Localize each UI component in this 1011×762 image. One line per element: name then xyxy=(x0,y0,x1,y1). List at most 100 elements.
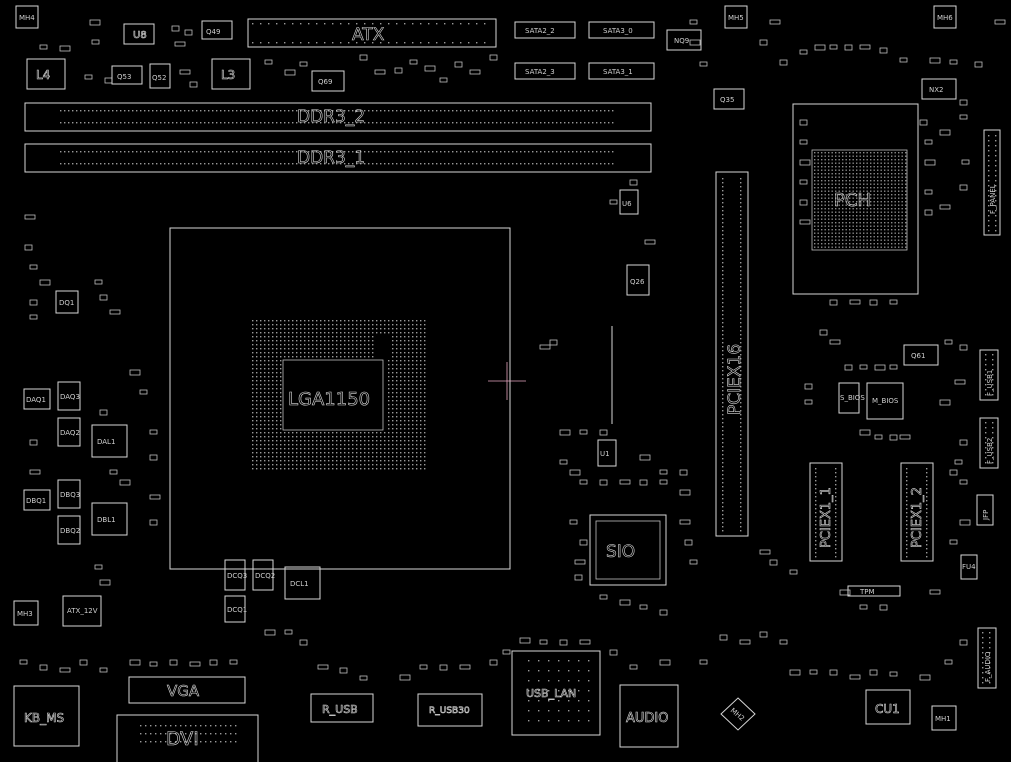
connector-kb-ms: KB_MS xyxy=(13,685,80,747)
part-daq1: DAQ1 xyxy=(23,388,51,410)
l3-label: L3 xyxy=(221,68,235,82)
mounting-hole-mh1: MH1 xyxy=(931,705,957,731)
mh6-label: MH6 xyxy=(937,14,953,22)
slot-ddr3-1: DDR3_1 xyxy=(24,143,652,173)
mh2-label: MH2 xyxy=(729,707,746,723)
dbq3-label: DBQ3 xyxy=(60,491,80,499)
connector-sata3-1: SATA3_1 xyxy=(588,62,655,80)
pch-label: PCH xyxy=(834,190,871,211)
slot-pciex1-1: PCIEX1_1 xyxy=(809,462,843,562)
pciex1-1-label: PCIEX1_1 xyxy=(819,487,834,548)
connector-usb-lan: USB_LAN xyxy=(511,650,601,736)
mh3-label: MH3 xyxy=(17,610,33,618)
chip-u1: U1 xyxy=(597,439,617,467)
vga-label: VGA xyxy=(167,682,200,700)
q61-label: Q61 xyxy=(911,352,925,360)
atx-12v-label: ATX_12V xyxy=(67,607,98,615)
u8-label: U8 xyxy=(133,30,147,41)
pciex1-2-label: PCIEX1_2 xyxy=(910,487,925,548)
daq1-label: DAQ1 xyxy=(26,396,46,404)
part-q52: Q52 xyxy=(149,63,171,89)
q26-label: Q26 xyxy=(630,278,645,286)
q69-label: Q69 xyxy=(318,78,332,86)
chip-cu1: CU1 xyxy=(865,689,911,725)
part-q49: Q49 xyxy=(201,20,233,40)
cu1-label: CU1 xyxy=(875,702,900,716)
dcq3-label: DCQ3 xyxy=(227,572,247,580)
mh4-label: MH4 xyxy=(19,14,35,22)
part-q53: Q53 xyxy=(111,65,143,85)
dal1-label: DAL1 xyxy=(97,438,115,446)
connector-r-usb30: R_USB30 xyxy=(417,693,483,727)
q49-label: Q49 xyxy=(206,28,220,36)
part-q35: Q35 xyxy=(713,88,745,110)
fu4-label: FU4 xyxy=(962,563,976,571)
mounting-hole-mh3: MH3 xyxy=(13,600,39,626)
mounting-hole-mh6: MH6 xyxy=(933,5,957,29)
part-nx2: NX2 xyxy=(921,78,957,100)
connector-sata2-3: SATA2_3 xyxy=(514,62,576,80)
inductor-dcl1: DCL1 xyxy=(284,566,321,600)
dbq2-label: DBQ2 xyxy=(60,527,80,535)
connector-atx-12v: ATX_12V xyxy=(62,595,102,627)
connector-dvi: DVI xyxy=(116,714,259,762)
dcq2-label: DCQ2 xyxy=(255,572,275,580)
sata3-1-label: SATA3_1 xyxy=(603,68,633,76)
part-q26: Q26 xyxy=(626,264,650,296)
chip-s-bios: S_BIOS xyxy=(838,382,865,414)
connector-f-audio: F_AUDIO xyxy=(977,627,997,689)
mh5-label: MH5 xyxy=(728,14,744,22)
pciex16-label: PCIEX16 xyxy=(725,344,745,415)
f-usb2-label: F_USB2 xyxy=(986,438,994,464)
inductor-l4: L4 xyxy=(26,58,66,90)
connector-tpm: TPM xyxy=(847,585,901,597)
connector-sata3-0: SATA3_0 xyxy=(588,21,655,39)
q53-label: Q53 xyxy=(117,73,131,81)
f-audio-label: F_AUDIO xyxy=(984,651,992,682)
f-panel-label: F_PANEL xyxy=(989,184,997,214)
f-usb1-label: F_USB1 xyxy=(986,370,994,396)
cpu-socket: LGA1150 xyxy=(169,227,526,570)
nx2-label: NX2 xyxy=(929,86,944,94)
q35-label: Q35 xyxy=(720,96,734,104)
chip-pch: PCH xyxy=(792,103,919,295)
sata2-3-label: SATA2_3 xyxy=(525,68,555,76)
daq3-label: DAQ3 xyxy=(60,393,80,401)
fuse-fu4: FU4 xyxy=(960,554,978,580)
q52-label: Q52 xyxy=(152,74,166,82)
mounting-hole-mh5: MH5 xyxy=(724,5,748,29)
dcq1-label: DCQ1 xyxy=(227,606,247,614)
chip-u6: U6 xyxy=(619,189,639,215)
connector-audio: AUDIO xyxy=(619,684,679,748)
part-dq1: DQ1 xyxy=(55,290,79,314)
r-usb30-label: R_USB30 xyxy=(429,706,470,716)
inductor-dal1: DAL1 xyxy=(91,424,128,458)
mounting-hole-mh2: MH2 xyxy=(720,697,756,731)
part-q69: Q69 xyxy=(311,70,345,92)
connector-f-usb2: F_USB2 xyxy=(979,417,999,469)
daq2-label: DAQ2 xyxy=(60,429,80,437)
u6-label: U6 xyxy=(622,200,632,208)
sata3-0-label: SATA3_0 xyxy=(603,27,633,35)
connector-r-usb: R_USB xyxy=(310,693,374,723)
part-dcq2: DCQ2 xyxy=(252,559,275,591)
sio-label: SIO xyxy=(606,542,635,562)
u1-label: U1 xyxy=(600,450,610,458)
part-daq2: DAQ2 xyxy=(57,417,81,447)
l4-label: L4 xyxy=(36,68,50,82)
part-dcq1: DCQ1 xyxy=(224,595,247,623)
nq9-label: NQ9 xyxy=(674,37,689,45)
ddr3-2-label: DDR3_2 xyxy=(297,107,365,127)
r-usb-label: R_USB xyxy=(322,703,358,716)
connector-sata2-2: SATA2_2 xyxy=(514,21,576,39)
connector-f-usb1: F_USB1 xyxy=(979,349,999,401)
dbq1-label: DBQ1 xyxy=(26,497,46,505)
tpm-label: TPM xyxy=(859,588,875,596)
slot-pciex1-2: PCIEX1_2 xyxy=(900,462,934,562)
slot-pciex16: PCIEX16 xyxy=(715,171,749,537)
part-nq9: NQ9 xyxy=(666,29,702,51)
atx-label: ATX xyxy=(352,25,385,45)
jfp-label: JFP xyxy=(982,510,990,521)
s-bios-label: S_BIOS xyxy=(840,394,865,402)
